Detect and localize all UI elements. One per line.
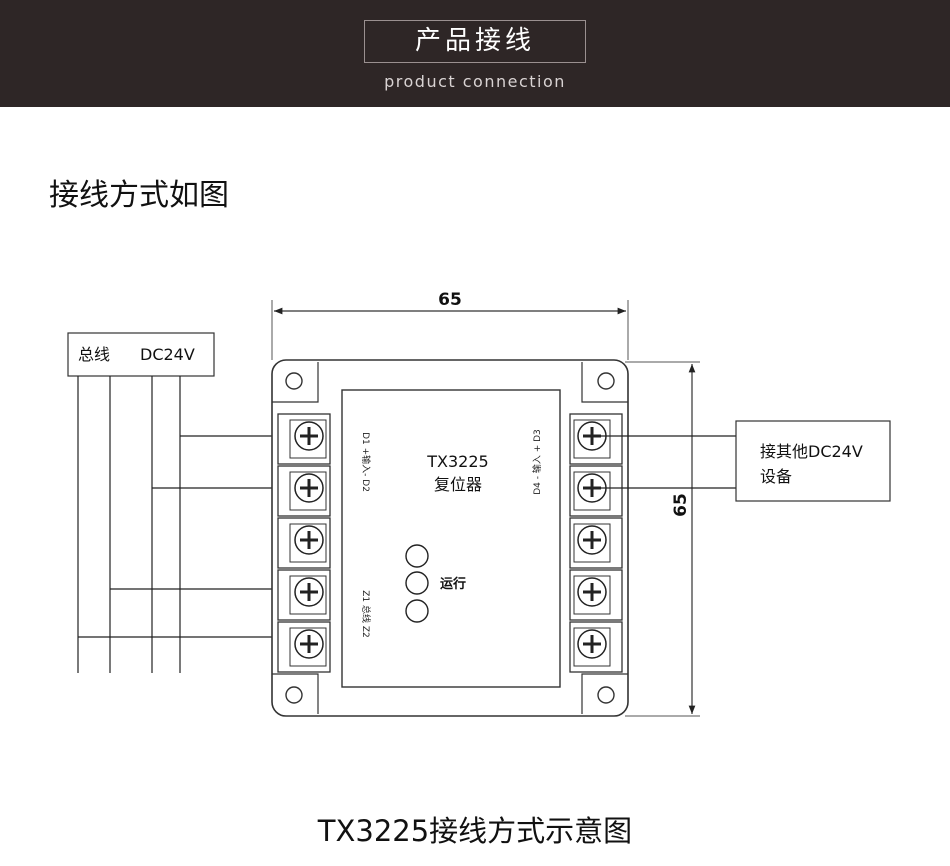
other-device-line2: 设备: [760, 467, 792, 486]
bus-label: 总线: [78, 345, 110, 364]
terminal-label-z1-z2: Z1 总线 Z2: [360, 590, 372, 638]
led-icon: [405, 571, 429, 595]
bus-wires: [77, 376, 300, 673]
mount-hole-icon: [285, 372, 303, 390]
device-name: 复位器: [434, 475, 482, 494]
height-dimension: 65: [625, 361, 700, 717]
other-device-box: 接其他DC24V 设备: [735, 420, 891, 502]
bus-power-box: 总线 DC24V: [67, 332, 215, 377]
left-terminal-block: [276, 413, 332, 674]
power-label: DC24V: [140, 345, 195, 364]
device-model: TX3225: [426, 452, 488, 471]
led-icon: [405, 599, 429, 623]
mount-hole-icon: [285, 686, 303, 704]
status-leds: 运行: [405, 544, 466, 623]
mount-hole-icon: [597, 686, 615, 704]
section-heading: 接线方式如图: [49, 178, 229, 213]
header-subtitle: product connection: [384, 72, 566, 91]
diagram-caption: TX3225接线方式示意图: [317, 814, 633, 848]
led-label-running: 运行: [440, 576, 466, 592]
device-housing: [271, 359, 629, 717]
other-device-line1: 接其他DC24V: [760, 442, 863, 461]
terminal-label-d3-d4: D4 - 输入 + D3: [531, 429, 543, 495]
right-terminal-block: [568, 413, 624, 674]
terminal-label-d1-d2: D1 +输入- D2: [360, 432, 372, 492]
header-banner: 产品接线 product connection: [0, 0, 950, 107]
output-wires: [592, 435, 736, 489]
mount-hole-icon: [597, 372, 615, 390]
width-label: 65: [438, 290, 462, 310]
led-icon: [405, 544, 429, 568]
width-dimension: 65: [271, 290, 629, 360]
height-label: 65: [671, 493, 691, 517]
header-title: 产品接线: [364, 20, 586, 63]
